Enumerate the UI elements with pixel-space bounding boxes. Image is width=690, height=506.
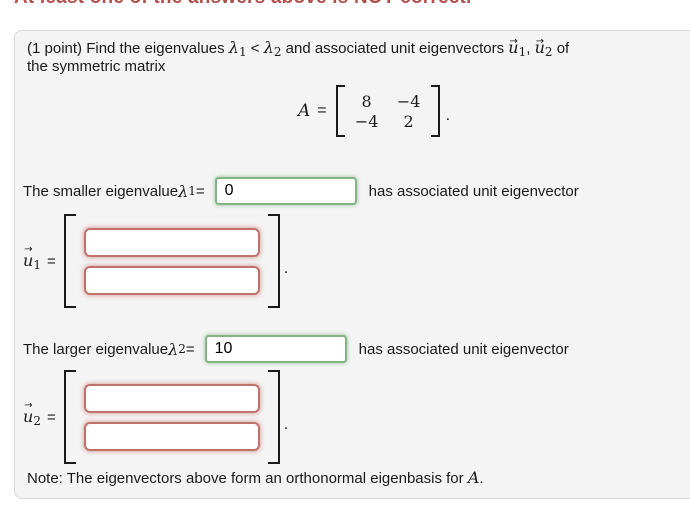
vector-arrow-icon: → bbox=[24, 400, 33, 412]
u1-eigenvector-block: →u1 = . bbox=[23, 213, 288, 309]
u2-entry2-input[interactable] bbox=[83, 421, 260, 451]
u2-eigenvector-block: →u2 = . bbox=[23, 369, 288, 465]
vector-left-bracket bbox=[63, 214, 76, 308]
period: . bbox=[479, 470, 484, 487]
matrix-cell: −4 bbox=[396, 91, 421, 111]
matrix-cell: 8 bbox=[361, 91, 372, 111]
problem-text: (1 point) Find the eigenvalues bbox=[27, 40, 229, 57]
note-text: Note: The eigenvectors above form an ort… bbox=[27, 468, 484, 487]
equals-sign: = bbox=[185, 340, 195, 358]
vector-arrow-icon: → bbox=[509, 35, 518, 47]
u2-entries bbox=[83, 383, 260, 451]
period: . bbox=[283, 260, 289, 277]
matrix-right-bracket bbox=[430, 85, 440, 137]
lambda2-answer-input[interactable] bbox=[204, 335, 347, 363]
lambda-subscript: 1 bbox=[188, 184, 196, 198]
problem-statement-line2: the symmetric matrix bbox=[27, 57, 165, 76]
lambda-subscript: 1 bbox=[238, 45, 247, 59]
u-subscript: 1 bbox=[33, 257, 41, 272]
larger-eigenvalue-suffix: has associated unit eigenvector bbox=[358, 340, 569, 358]
matrix-equation: A = 8 −4 −4 2 . bbox=[298, 85, 450, 137]
u1-entries bbox=[83, 227, 260, 295]
problem-text: of bbox=[552, 40, 570, 57]
larger-eigenvalue-label: The larger eigenvalue bbox=[23, 340, 169, 358]
u1-entry2-input[interactable] bbox=[83, 265, 260, 295]
lambda-subscript: 2 bbox=[178, 342, 186, 356]
problem-text: the symmetric matrix bbox=[27, 58, 166, 75]
lambda-symbol: λ bbox=[228, 38, 239, 57]
u2-label: →u2 = bbox=[23, 400, 56, 428]
larger-eigenvalue-row: The larger eigenvalue λ2 = has associate… bbox=[23, 333, 569, 365]
problem-statement-line1: (1 point) Find the eigenvalues λ1 < λ2 a… bbox=[27, 36, 570, 62]
equals-sign: = bbox=[46, 252, 56, 270]
u1-label: →u1 = bbox=[23, 244, 56, 272]
smaller-eigenvalue-row: The smaller eigenvalue λ1 = has associat… bbox=[23, 175, 579, 207]
matrix-left-bracket bbox=[335, 85, 345, 137]
matrix-entries: 8 −4 −4 2 bbox=[345, 89, 431, 134]
u-vector-symbol: →u bbox=[535, 36, 545, 57]
u-vector-symbol: →u bbox=[23, 244, 34, 270]
smaller-eigenvalue-label: The smaller eigenvalue bbox=[23, 182, 179, 200]
note-prefix: Note: The eigenvectors above form an ort… bbox=[27, 470, 468, 487]
matrix-cell: 2 bbox=[403, 111, 414, 131]
problem-panel: (1 point) Find the eigenvalues λ1 < λ2 a… bbox=[14, 30, 690, 499]
period: . bbox=[283, 416, 289, 433]
less-than: < bbox=[246, 40, 264, 57]
lambda1-answer-input[interactable] bbox=[214, 177, 357, 205]
lambda-symbol: λ bbox=[168, 339, 179, 359]
matrix-variable: A bbox=[298, 101, 311, 121]
vector-right-bracket bbox=[267, 370, 280, 464]
answer-feedback-message: At least one of the answers above is NOT… bbox=[14, 0, 472, 9]
u-subscript: 2 bbox=[33, 413, 41, 428]
u-vector-symbol: →u bbox=[508, 36, 518, 57]
vector-arrow-icon: → bbox=[24, 244, 33, 256]
vector-arrow-icon: → bbox=[535, 35, 545, 47]
comma: , bbox=[526, 40, 535, 57]
matrix-cell: −4 bbox=[354, 111, 379, 131]
period: . bbox=[445, 107, 451, 124]
u-vector-symbol: →u bbox=[23, 400, 34, 426]
u-subscript: 2 bbox=[544, 45, 553, 59]
u-subscript: 1 bbox=[518, 45, 527, 59]
vector-left-bracket bbox=[63, 370, 76, 464]
equals-sign: = bbox=[317, 102, 327, 119]
lambda-symbol: λ bbox=[178, 181, 189, 201]
matrix-variable: A bbox=[467, 468, 480, 487]
u2-entry1-input[interactable] bbox=[83, 383, 260, 413]
equals-sign: = bbox=[46, 408, 56, 426]
smaller-eigenvalue-suffix: has associated unit eigenvector bbox=[368, 182, 579, 200]
u1-entry1-input[interactable] bbox=[83, 227, 260, 257]
vector-right-bracket bbox=[267, 214, 280, 308]
problem-text: and associated unit eigenvectors bbox=[281, 40, 509, 57]
equals-sign: = bbox=[195, 182, 205, 200]
lambda-subscript: 2 bbox=[273, 45, 282, 59]
lambda-symbol: λ bbox=[263, 38, 274, 57]
